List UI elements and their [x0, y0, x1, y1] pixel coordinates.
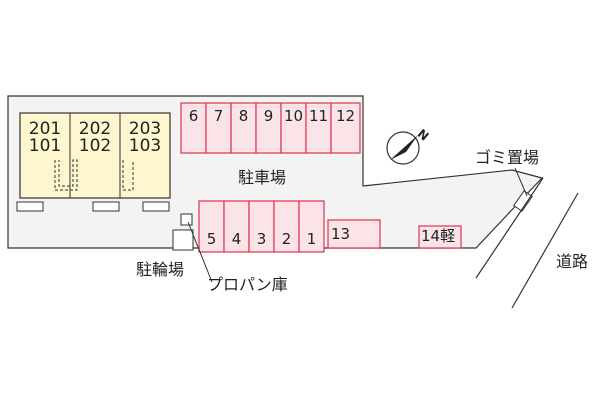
bicycle-parking-box [172, 229, 194, 251]
building [19, 112, 171, 199]
unit-label-upper: 201 [28, 119, 62, 139]
entrance-step [142, 201, 170, 212]
propane-storage-box [180, 213, 193, 226]
unit-label-lower: 101 [28, 136, 62, 156]
parking-spot-14 [418, 225, 462, 249]
north-compass-icon [386, 131, 420, 165]
parking-spot-label: 11 [308, 107, 329, 125]
parking-spot-label: 5 [206, 230, 217, 248]
propane-storage-label: プロパン庫 [207, 275, 288, 294]
entrance-step [16, 201, 44, 212]
parking-spot-label: 10 [283, 107, 304, 125]
parking-spot-label: 7 [213, 107, 224, 125]
parking-spot [223, 200, 250, 253]
parking-spot [198, 200, 225, 253]
road-label: 道路 [556, 252, 589, 271]
parking-spot [273, 200, 300, 253]
parking-spot-label: 6 [188, 107, 199, 125]
unit-label-lower: 103 [128, 136, 162, 156]
parking-bottom-row [198, 200, 325, 253]
parking-spot-label: 12 [335, 107, 356, 125]
parking-spot-label: 8 [238, 107, 249, 125]
bicycle-parking-label: 駐輪場 [136, 260, 185, 279]
parking-spot [330, 102, 361, 154]
unit-label-upper: 202 [78, 119, 112, 139]
parking-spot-label: 3 [256, 230, 267, 248]
parking-spot-label: 2 [281, 230, 292, 248]
unit-label-lower: 102 [78, 136, 112, 156]
stair-outline [122, 160, 134, 191]
parking-spot-label: 4 [231, 230, 242, 248]
parking-spot [298, 200, 325, 253]
parking-area-label: 駐車場 [238, 168, 287, 187]
parking-spot-label: 9 [263, 107, 274, 125]
parking-spot-14-label: 14軽 [421, 227, 456, 245]
entrance-step [92, 201, 120, 212]
parking-spot-13 [327, 219, 381, 249]
propane-leader-line [187, 221, 213, 283]
garbage-leader-line [514, 167, 528, 197]
unit-label-upper: 203 [128, 119, 162, 139]
parking-top-row [180, 102, 361, 154]
road-edge [511, 192, 579, 309]
garbage-box [513, 190, 533, 212]
parking-spot [180, 102, 207, 154]
garbage-area-label: ゴミ置場 [475, 148, 540, 167]
road-edge [475, 177, 544, 279]
parking-spot-label: 1 [306, 230, 317, 248]
parking-spot-13-label: 13 [331, 225, 351, 243]
